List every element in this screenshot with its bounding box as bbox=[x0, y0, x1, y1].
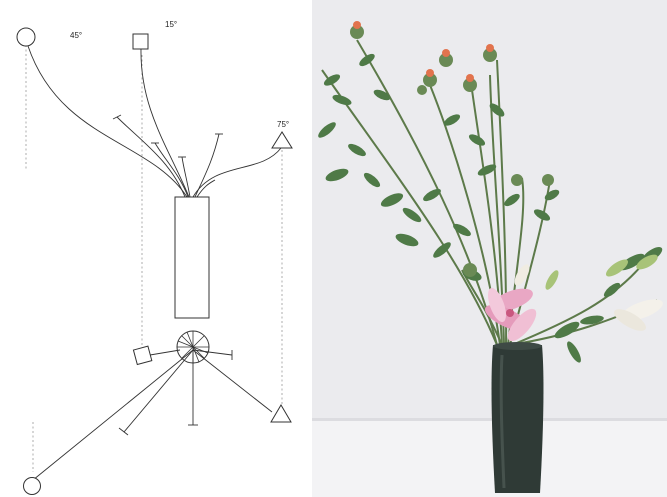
vase-rectangle bbox=[175, 197, 209, 318]
ikebana-diagram: 45° 15° 75° bbox=[0, 0, 312, 497]
table-edge bbox=[312, 418, 667, 421]
vase-rim bbox=[493, 342, 542, 350]
dashed-guides bbox=[26, 45, 282, 472]
table bbox=[312, 420, 667, 497]
angle-label-45: 45° bbox=[70, 31, 82, 40]
hikae-triangle-icon bbox=[272, 132, 292, 148]
angle-label-75: 75° bbox=[277, 120, 289, 129]
plan-end-ticks bbox=[119, 350, 232, 435]
angle-label-15: 15° bbox=[165, 20, 177, 29]
shin-circle-icon bbox=[17, 28, 35, 46]
vase bbox=[492, 345, 544, 493]
stems-plan bbox=[33, 350, 272, 480]
stems-elevation bbox=[28, 46, 281, 197]
soe-plan-square-icon bbox=[133, 346, 151, 364]
hikae-plan-triangle-icon bbox=[271, 405, 291, 422]
soe-square-icon bbox=[133, 34, 148, 49]
shin-plan-circle-icon bbox=[24, 478, 41, 495]
arrangement-photo bbox=[312, 0, 667, 497]
